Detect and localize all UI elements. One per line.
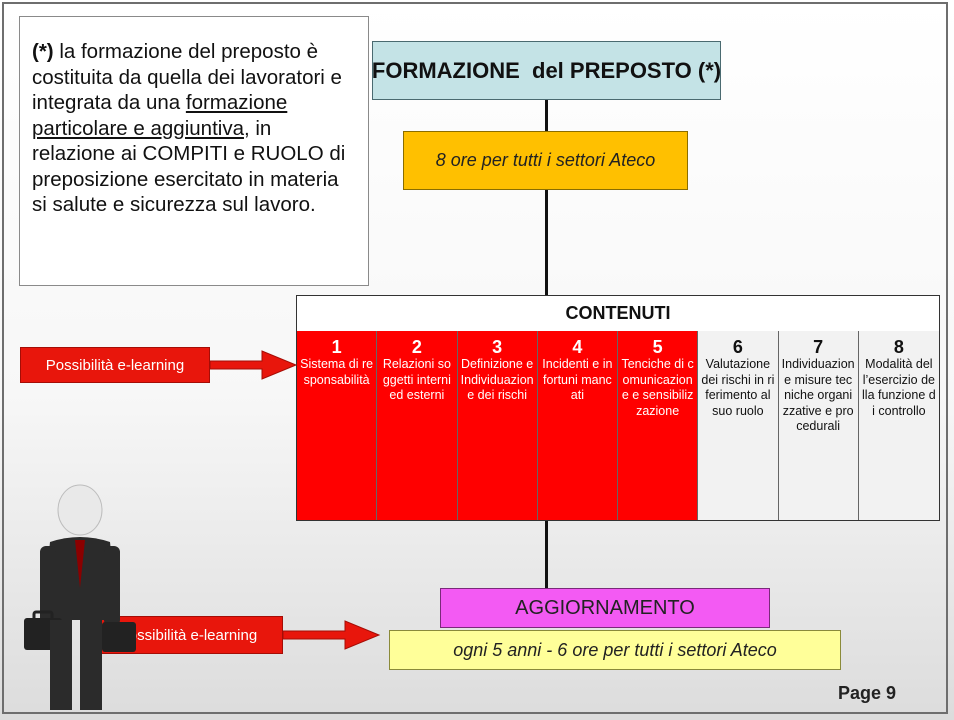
content-text: Relazioni soggetti interni ed esterni (382, 357, 451, 402)
note-text-1: la formazione del preposto è costituita … (32, 40, 342, 114)
content-text: Tenciche di comunicazione e sensibilizza… (621, 357, 694, 418)
hours-box: 8 ore per tutti i settori Ateco (403, 131, 688, 190)
page-number: Page 9 (838, 683, 897, 703)
update-title: AGGIORNAMENTO (440, 588, 770, 628)
content-text: Modalità dell’esercizio della funzione d… (862, 357, 936, 418)
connector-contents-update (545, 521, 548, 588)
content-num: 3 (492, 337, 503, 357)
content-num: 2 (411, 337, 422, 357)
content-text: Valutazione dei rischi in riferimento al… (701, 357, 775, 418)
content-num: 4 (572, 337, 583, 357)
preposto-note: (*) la formazione del preposto è costitu… (19, 16, 369, 286)
content-text: Definizione e Individuazione dei rischi (460, 357, 534, 402)
arrow-right-icon (210, 350, 298, 380)
note-underlined: formazione particolare e aggiuntiva (32, 91, 288, 140)
title-box: FORMAZIONE del PREPOSTO (*) (372, 41, 721, 100)
content-num: 8 (893, 337, 904, 357)
content-num: 6 (732, 337, 743, 357)
content-num: 5 (652, 337, 663, 357)
update-detail: ogni 5 anni - 6 ore per tutti i settori … (389, 630, 841, 670)
note-text-2: , in relazione ai COMPITI e RUOLO di pre… (32, 116, 346, 217)
content-text: Sistema di responsabilità (300, 357, 374, 387)
elearning-label-top: Possibilità e-learning (20, 347, 210, 383)
content-text: Individuazione misure tecniche organizza… (781, 357, 855, 433)
note-asterisk: (*) (32, 40, 54, 63)
contents-header: CONTENUTI (297, 296, 939, 332)
arrow-right-icon (283, 620, 381, 650)
connector-hours-contents (545, 190, 548, 295)
content-num: 7 (813, 337, 824, 357)
businessman-figure-icon (24, 484, 136, 710)
content-text: Incidenti e infortuni mancati (542, 357, 613, 402)
connector-title-hours (545, 100, 548, 131)
content-num: 1 (331, 337, 342, 357)
